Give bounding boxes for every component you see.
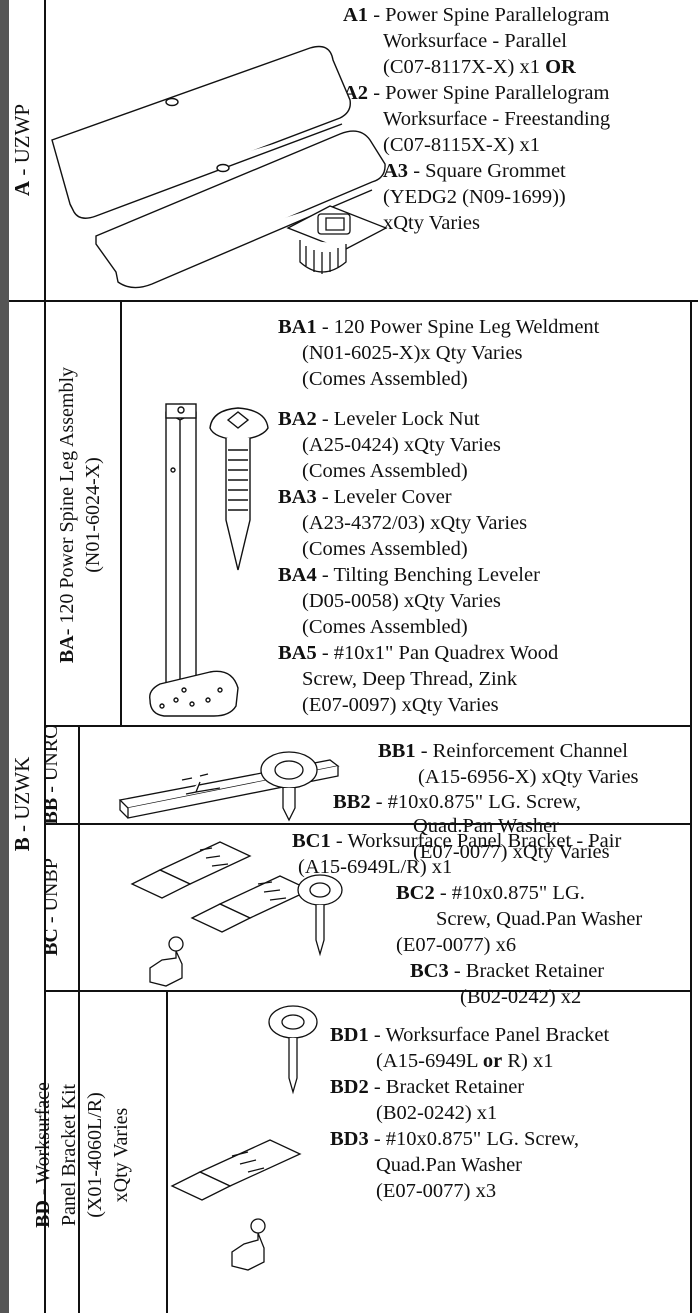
screw-icon: [269, 1006, 317, 1092]
retainer-icon: [232, 1219, 265, 1270]
